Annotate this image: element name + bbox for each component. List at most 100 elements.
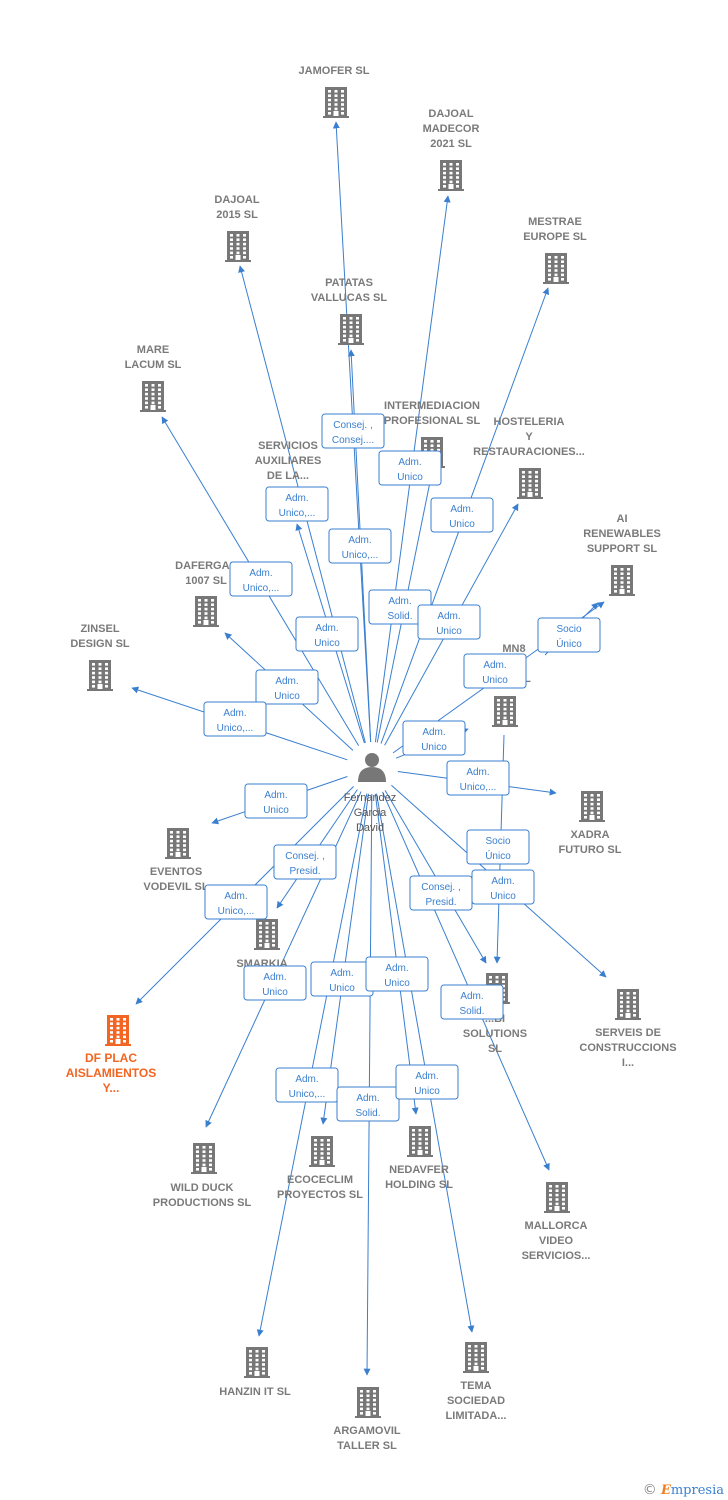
role-label: Consej.... — [332, 435, 374, 446]
role-label: Adm. — [315, 623, 338, 634]
building-icon — [517, 468, 543, 499]
company-label: LIMITADA... — [446, 1410, 507, 1422]
role-label: Adm. — [460, 991, 483, 1002]
role-badge[interactable]: Adm. Unico — [402, 720, 466, 756]
building-icon — [140, 381, 166, 412]
role-badge[interactable]: Adm.Unico — [243, 965, 307, 1001]
company-label: MALLORCA — [525, 1220, 588, 1232]
role-badge[interactable]: Consej. ,Presid. — [409, 875, 473, 911]
role-label: Consej. , — [421, 882, 460, 893]
role-badge[interactable]: Adm.Unico — [395, 1064, 459, 1100]
company-label: ARGAMOVIL — [333, 1425, 401, 1437]
role-label: Adm. — [491, 876, 514, 887]
company-label: SERVICIOS — [258, 440, 318, 452]
company-node-serveis[interactable]: SERVEIS DECONSTRUCCIONSI... — [579, 989, 677, 1069]
building-icon — [463, 1342, 489, 1373]
company-label: HOSTELERIA — [494, 416, 565, 428]
role-badge[interactable]: Adm.Unico,... — [275, 1067, 339, 1103]
brand-name: mpresia — [670, 1483, 724, 1498]
role-badge[interactable]: Adm.Solid. — [368, 589, 432, 625]
role-badge[interactable]: Adm.Unico,... — [328, 528, 392, 564]
company-label: Y... — [103, 1081, 120, 1095]
role-badge[interactable]: Adm.Solid. — [336, 1086, 400, 1122]
footer-brand[interactable]: © Empresia — [643, 1482, 724, 1498]
company-node-tema[interactable]: TEMASOCIEDADLIMITADA... — [446, 1342, 507, 1422]
company-node-hanzin[interactable]: HANZIN IT SL — [219, 1347, 291, 1398]
role-label: Consej. , — [333, 420, 372, 431]
role-badge[interactable]: Adm.Unico — [365, 956, 429, 992]
role-label: Adm. — [348, 535, 371, 546]
company-label: PRODUCTIONS SL — [153, 1197, 252, 1209]
role-label: Adm. — [330, 968, 353, 979]
company-label: AISLAMIENTOS — [66, 1066, 156, 1080]
role-label: Presid. — [289, 866, 320, 877]
building-icon — [615, 989, 641, 1020]
role-badge[interactable]: Adm.Unico — [430, 497, 494, 533]
edge-nedavfer — [374, 793, 419, 1115]
role-label: Unico — [421, 742, 447, 753]
role-label: Único — [556, 637, 582, 650]
company-label: RESTAURACIONES... — [473, 446, 585, 458]
building-icon — [323, 87, 349, 118]
role-badge[interactable]: Adm.Unico,... — [204, 884, 268, 920]
company-label: XADRA — [570, 829, 609, 841]
building-icon — [254, 919, 280, 950]
role-badge[interactable]: Adm.Unico,... — [203, 701, 267, 737]
role-badge[interactable]: Adm.Unico,... — [265, 486, 329, 522]
company-node-mare-lacum[interactable]: MARE LACUM SL — [125, 344, 182, 412]
company-label: EUROPE SL — [523, 231, 587, 243]
company-label: LACUM SL — [125, 359, 182, 371]
role-badge[interactable]: Consej. , Consej.... — [321, 413, 385, 449]
building-icon — [165, 828, 191, 859]
role-badge[interactable]: Adm.Unico — [378, 450, 442, 486]
role-label: Unico,... — [243, 583, 280, 594]
role-badge[interactable]: Adm.Unico,... — [446, 760, 510, 796]
role-badge[interactable]: Adm.Unico — [310, 961, 374, 997]
role-badge[interactable]: Adm.Unico — [463, 653, 527, 689]
copyright-symbol: © — [642, 1482, 657, 1498]
brand-initial: E — [660, 1483, 671, 1498]
role-label: Adm. — [422, 727, 445, 738]
company-label: SUPPORT SL — [587, 543, 658, 555]
company-label: MADECOR — [423, 123, 480, 135]
role-label: Adm. — [249, 568, 272, 579]
company-node-df-plac[interactable]: DF PLACAISLAMIENTOSY... — [66, 1015, 156, 1095]
role-badge[interactable]: Adm.Unico — [471, 869, 535, 905]
role-badge[interactable]: Adm.Unico — [244, 783, 308, 819]
company-node-hosteleria[interactable]: HOSTELERIAYRESTAURACIONES... — [473, 416, 585, 499]
company-label: DAFERGAS — [175, 560, 237, 572]
company-label: SOCIEDAD — [447, 1395, 505, 1407]
company-label: DESIGN SL — [70, 638, 130, 650]
role-label: Adm. — [224, 891, 247, 902]
company-label: MARE — [137, 344, 169, 356]
company-label: MN8 — [502, 643, 525, 655]
company-node-mallorca[interactable]: MALLORCAVIDEOSERVICIOS... — [522, 1182, 591, 1262]
role-badge[interactable]: Adm.Solid. — [440, 984, 504, 1020]
building-icon — [87, 660, 113, 691]
role-badge[interactable]: Adm. Unico,... — [229, 561, 293, 597]
role-badge[interactable]: Adm.Unico — [417, 604, 481, 640]
role-badge[interactable]: Consej. ,Presid. — [273, 844, 337, 880]
role-badge[interactable]: Adm.Unico — [255, 669, 319, 705]
company-node-jamofer[interactable]: JAMOFER SL — [299, 65, 370, 118]
edge-hanzin — [256, 793, 368, 1337]
company-label: INTERMEDIACION — [384, 400, 480, 412]
role-label: Adm. — [264, 790, 287, 801]
role-badge[interactable]: Adm.Unico — [295, 616, 359, 652]
